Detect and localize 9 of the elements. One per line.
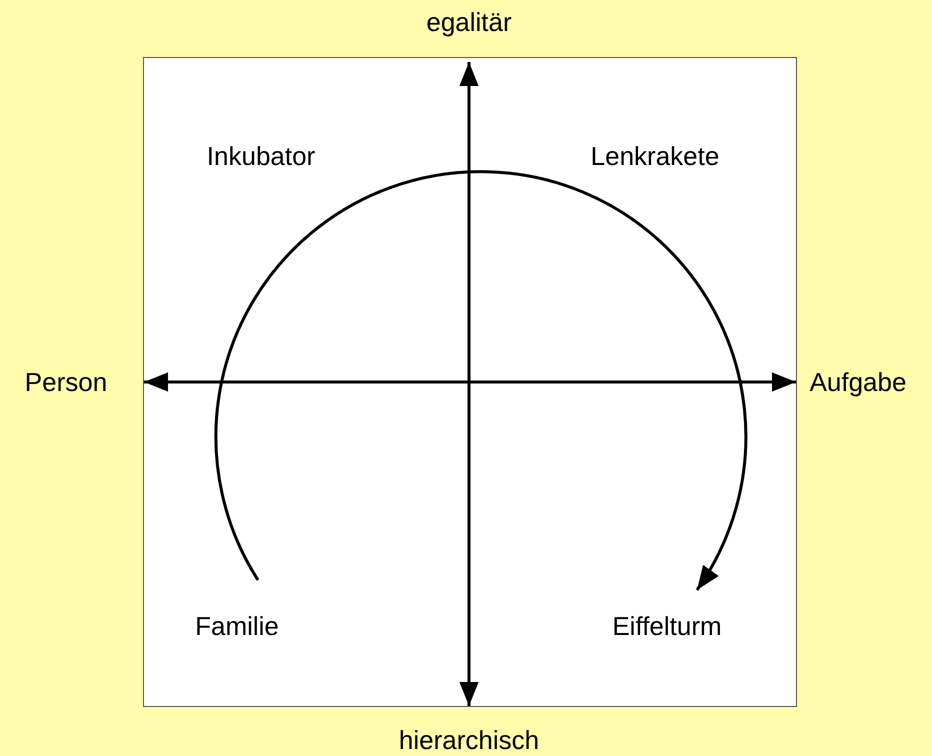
curved-arrow [214, 170, 748, 591]
quadrant-label: Eiffelturm [612, 611, 722, 641]
axis-label: hierarchisch [398, 725, 540, 755]
quadrant-label: Lenkrakete [590, 141, 720, 171]
axis-label: Person [24, 367, 108, 397]
quadrant-label: Inkubator [206, 141, 316, 171]
axis-label: Aufgabe [810, 367, 906, 397]
axis-label: egalitär [426, 7, 512, 37]
quadrant-label: Familie [195, 611, 279, 641]
